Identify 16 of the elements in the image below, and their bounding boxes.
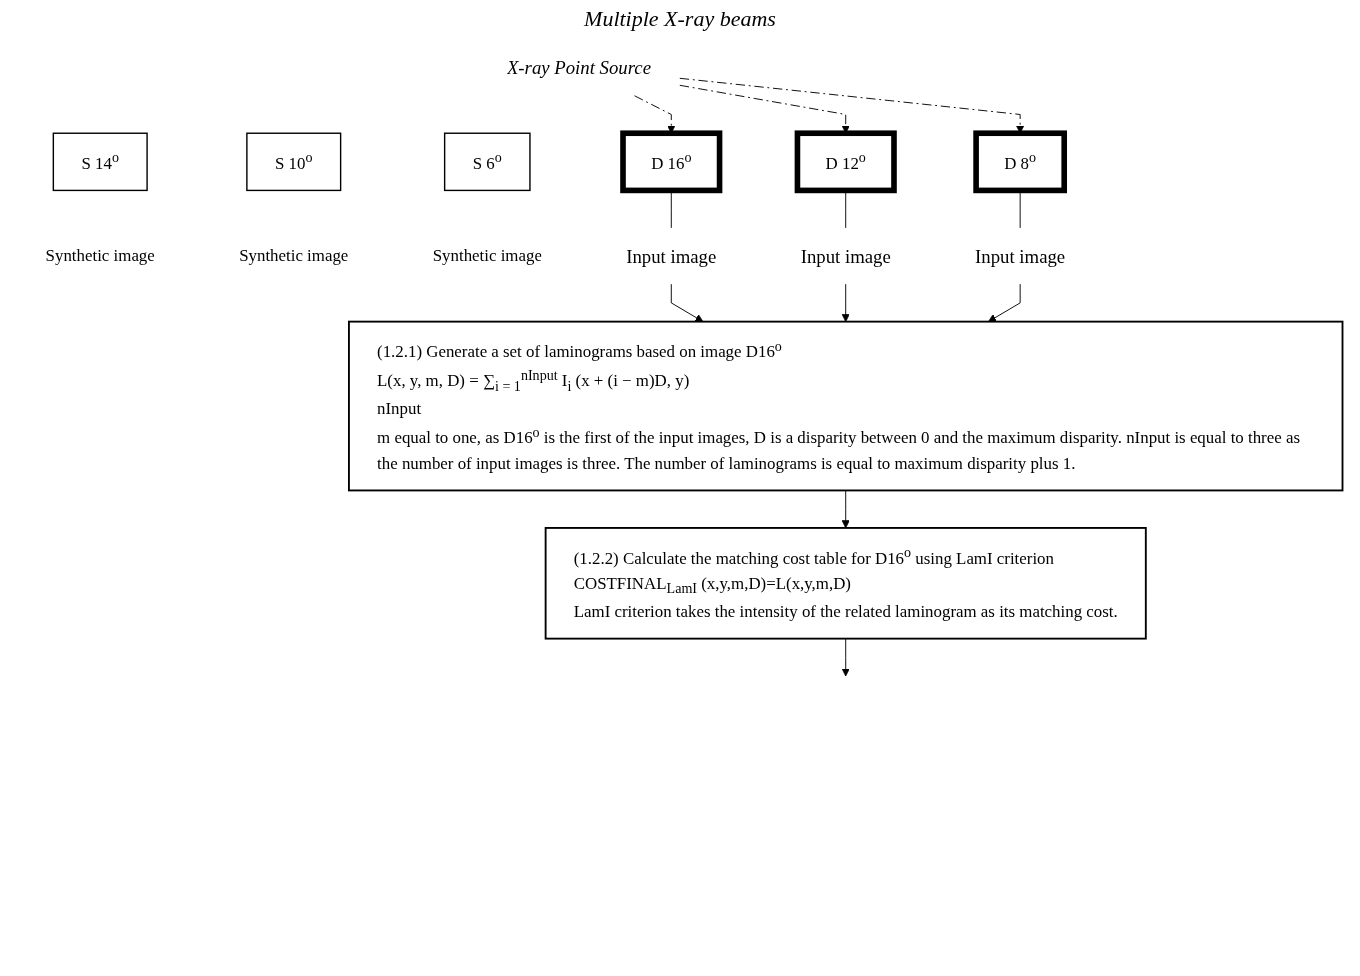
- node-box: S 10$^{o}$: [246, 132, 342, 192]
- annotation-text: Multiple X-ray beams: [584, 6, 776, 31]
- node-text: Input image: [975, 245, 1066, 267]
- node-box: D 12$^{o}$: [794, 130, 897, 194]
- node-text: Input image: [626, 245, 717, 267]
- node-label: Synthetic image: [239, 246, 349, 265]
- node-text: Input image: [800, 245, 891, 267]
- node-box: D 8$^{o}$: [973, 130, 1067, 194]
- node-box: D 16$^{o}$: [620, 130, 723, 194]
- node-label: Synthetic image: [432, 246, 542, 265]
- node-box: S 6$^{o}$: [443, 132, 531, 192]
- node-label: Synthetic image: [45, 246, 155, 265]
- node-text: X-ray Point Source: [506, 57, 651, 78]
- node-box: S 14$^{o}$: [52, 132, 148, 192]
- node-box: (1.2.1) Generate a set of laminograms based on image D16$^{o}$ L(x, y, m, D) = ∑$_{i = 1}$$^{nInput}$ I$_{i}$ (x + (i − m)D, y) nInput m equal to one, as D16$^{o}$ is the first of the input images, D is a disparity between 0 and the maximum disparity. nInput is equal to three as the number of input images is three. The number of laminograms is equal to maximum disparity plus 1.: [348, 320, 1344, 492]
- node-box: (1.2.2) Calculate the matching cost table for D16$^{o}$ using LamI criterion COSTFINAL$_{LamI}$ (x,y,m,D)=L(x,y,m,D) LamI criterion takes the intensity of the related laminogram as its matching cost.: [544, 527, 1147, 640]
